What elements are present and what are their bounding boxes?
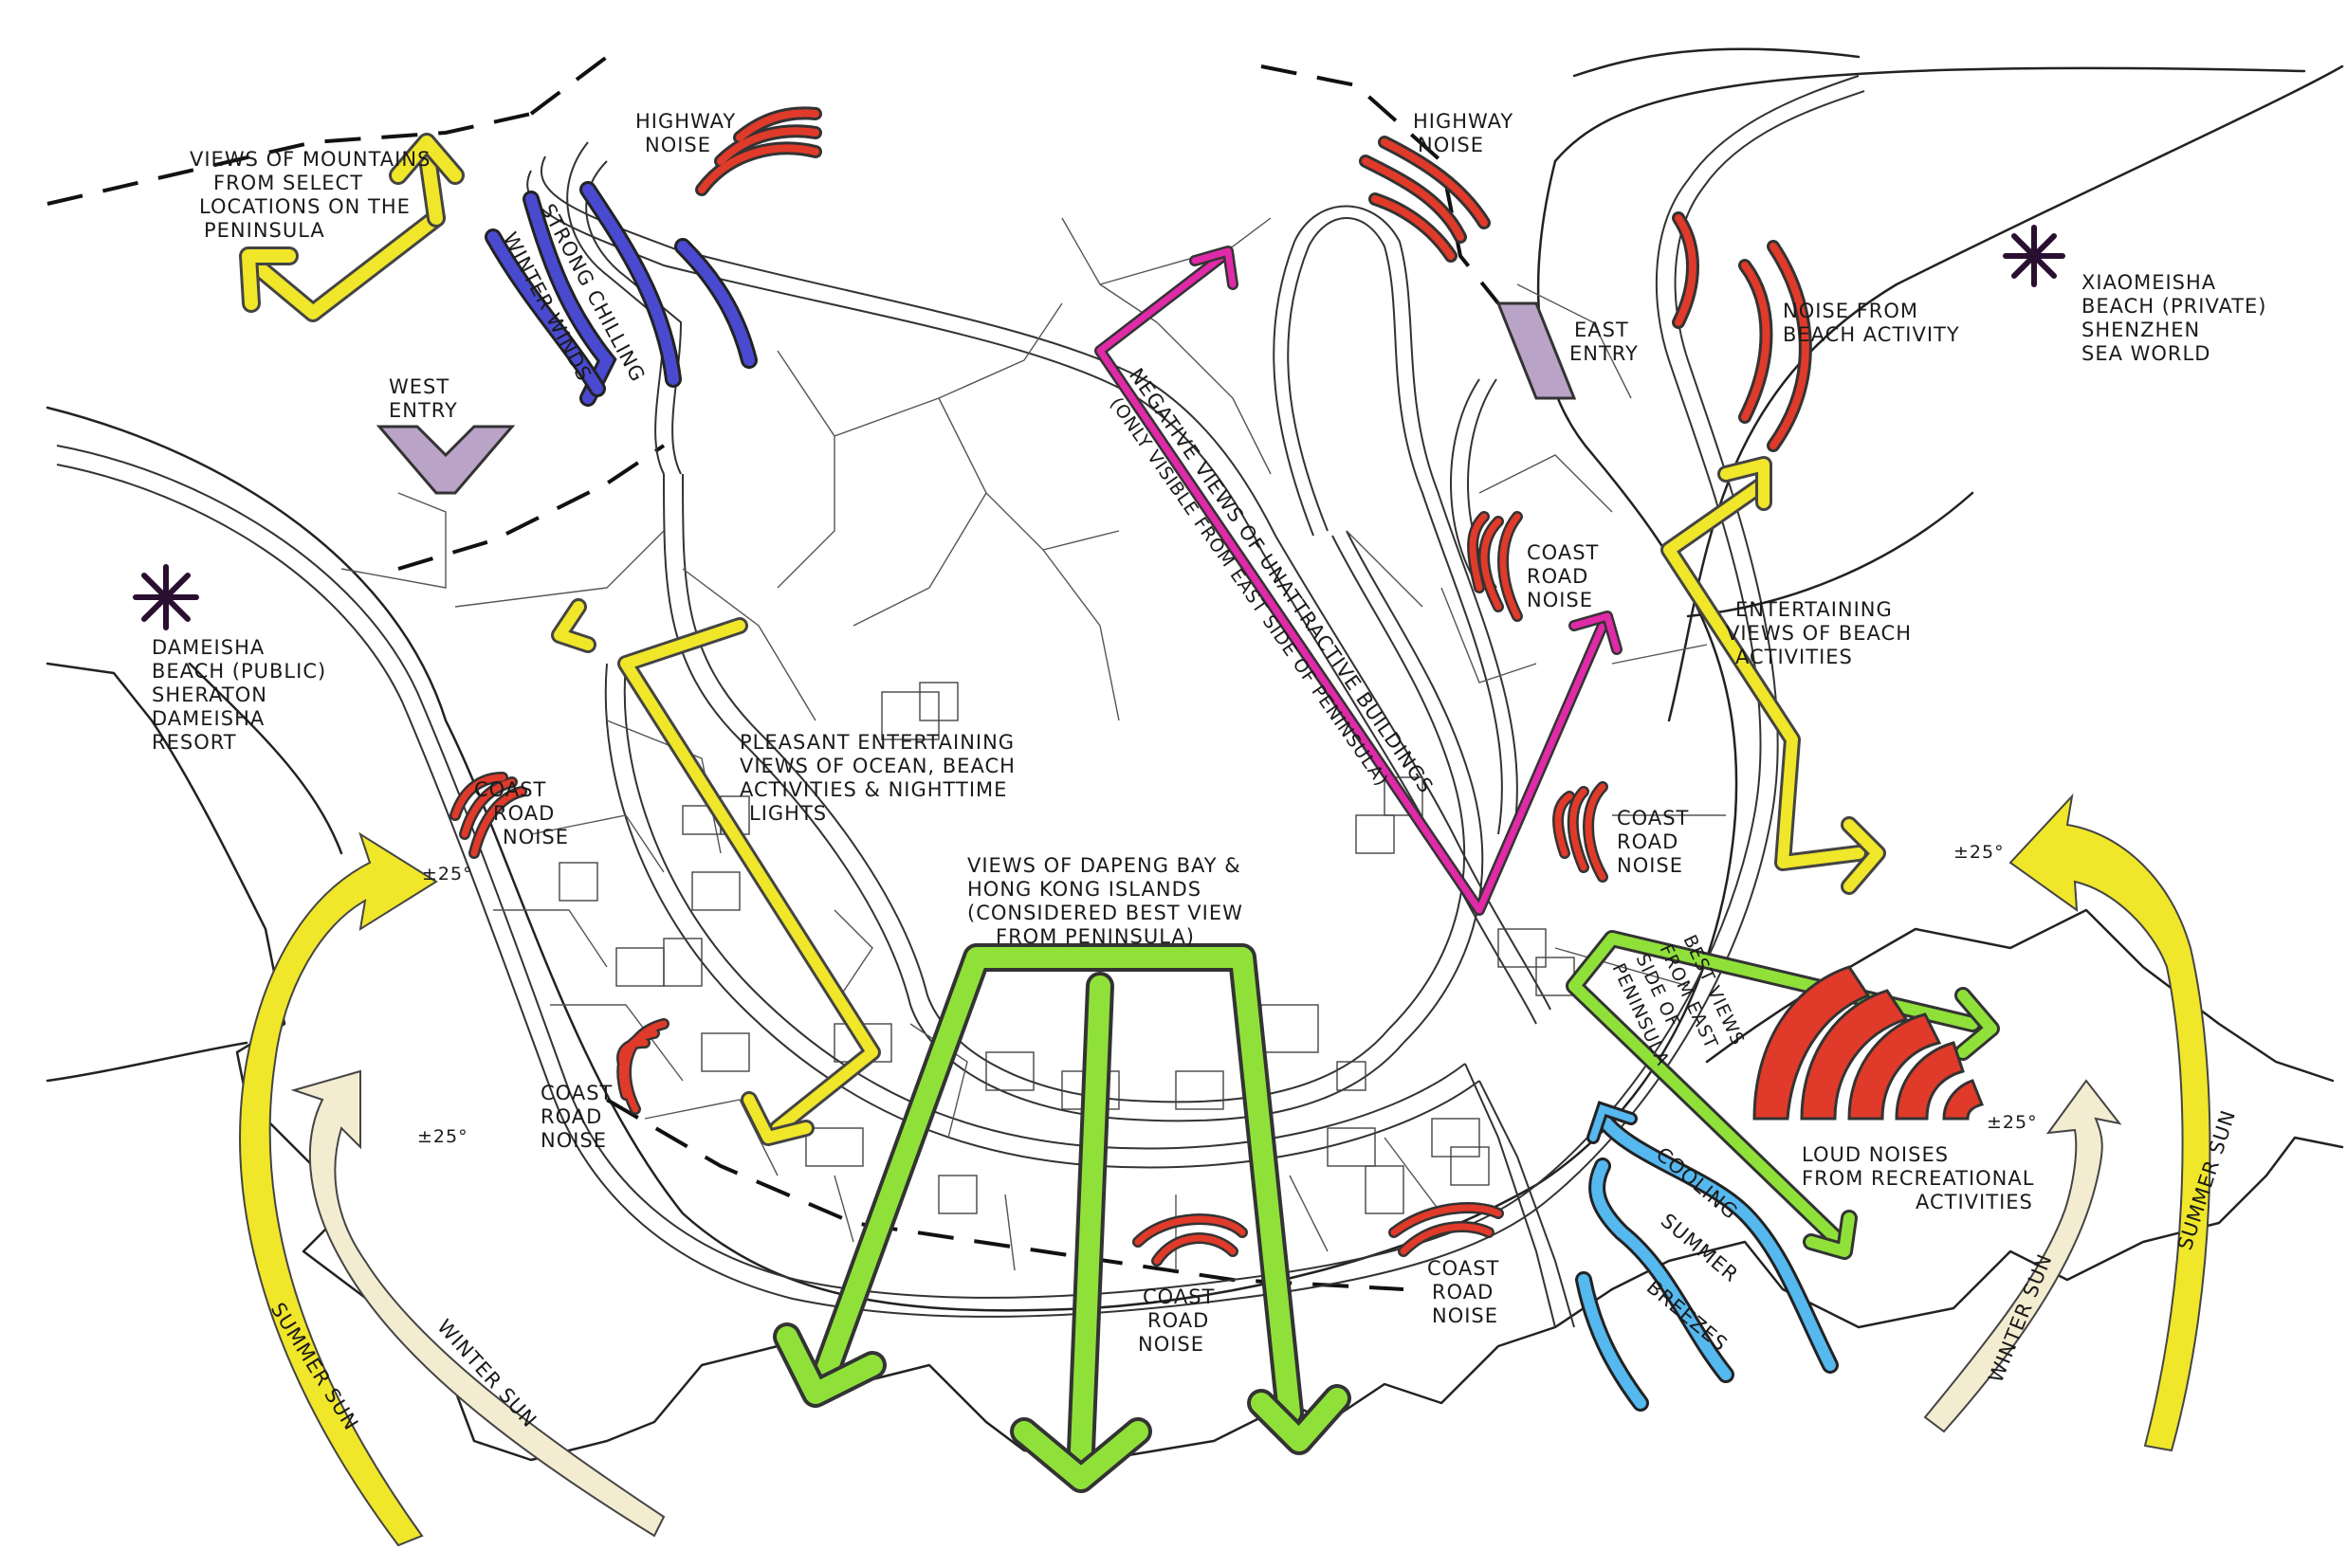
angle-left2: ±25°	[417, 1126, 468, 1147]
noise-arcs	[449, 106, 1985, 1267]
pleasant-views-line2: VIEWS OF OCEAN, BEACH	[740, 755, 1016, 777]
summer-sun-arrow-left	[239, 831, 438, 1547]
entry-markers	[376, 301, 1577, 495]
dameisha-line2: BEACH (PUBLIC)	[152, 660, 326, 683]
dameisha-star-icon	[133, 564, 199, 630]
views-mountains-line4: PENINSULA	[204, 219, 325, 242]
green-view-arrows	[773, 930, 2000, 1493]
coast-noise-south2-line1: COAST	[1427, 1257, 1499, 1280]
winter-wind-arrows	[485, 181, 758, 407]
pleasant-views-line3: ACTIVITIES & NIGHTTIME	[740, 778, 1007, 801]
coast-noise-east1-line2: ROAD	[1527, 565, 1588, 588]
xiaomeisha-star-icon	[2003, 225, 2065, 287]
coast-noise-west2-line2: ROAD	[541, 1105, 602, 1128]
xiaomeisha-line4: SEA WORLD	[2081, 342, 2210, 365]
pleasant-views-line1: PLEASANT ENTERTAINING	[740, 731, 1015, 754]
coast-noise-west1-line1: COAST	[474, 778, 546, 801]
coast-noise-east2-line2: ROAD	[1617, 830, 1678, 853]
coast-noise-east1-line3: NOISE	[1527, 589, 1593, 611]
views-mountains-line2: FROM SELECT	[213, 172, 363, 194]
breezes-label: BREEZES	[1642, 1275, 1733, 1356]
coast-noise-west2-line1: COAST	[541, 1082, 613, 1104]
dapeng-views-line1: VIEWS OF DAPENG BAY &	[967, 854, 1241, 877]
loud-noises-line1: LOUD NOISES	[1802, 1143, 1949, 1166]
entertaining-views-line3: ACTIVITIES	[1735, 646, 1853, 668]
east-entry-marker	[1495, 301, 1577, 400]
winter-sun-right-label: WINTER SUN	[1984, 1250, 2056, 1386]
highway-noise-right-line1: HIGHWAY	[1413, 110, 1513, 133]
coast-noise-south1-line3: NOISE	[1138, 1333, 1204, 1356]
coast-noise-south1-line2: ROAD	[1147, 1309, 1209, 1332]
xiaomeisha-line2: BEACH (PRIVATE)	[2081, 295, 2267, 318]
noise-beach-line1: NOISE FROM	[1783, 300, 1918, 322]
coast-noise-south2-line3: NOISE	[1432, 1304, 1498, 1327]
highway-noise-left-line1: HIGHWAY	[635, 110, 736, 133]
sun-arrows	[239, 793, 2211, 1547]
east-entry-line2: ENTRY	[1569, 342, 1639, 365]
winter-sun-arrow-left	[290, 1069, 666, 1538]
negative-views-arrows	[1094, 246, 1623, 916]
loud-noises-line3: ACTIVITIES	[1916, 1191, 2033, 1213]
entertaining-views-line2: VIEWS OF BEACH	[1726, 622, 1912, 645]
coast-noise-south1-line1: COAST	[1143, 1285, 1215, 1308]
pleasant-views-line4: LIGHTS	[749, 802, 827, 825]
dameisha-line3: SHERATON	[152, 684, 267, 706]
dapeng-views-line2: HONG KONG ISLANDS	[967, 878, 1201, 901]
noise-beach-line2: BEACH ACTIVITY	[1783, 323, 1960, 346]
dameisha-line4: DAMEISHA	[152, 707, 265, 730]
coast-noise-west1-line2: ROAD	[493, 802, 555, 825]
coast-noise-east2-line3: NOISE	[1617, 854, 1683, 877]
dapeng-views-line3: (CONSIDERED BEST VIEW	[967, 902, 1243, 924]
loud-noises-line2: FROM RECREATIONAL	[1802, 1167, 2034, 1190]
dameisha-line5: RESORT	[152, 731, 237, 754]
west-entry-line2: ENTRY	[389, 399, 458, 422]
beach-stars	[133, 225, 2065, 630]
cooling-label: COOLING	[1652, 1142, 1743, 1224]
summer-sun-arrow-right	[2008, 793, 2211, 1452]
coast-noise-east2-line1: COAST	[1617, 807, 1689, 830]
dameisha-line1: DAMEISHA	[152, 636, 265, 659]
highway-noise-right-line2: NOISE	[1418, 134, 1484, 156]
winter-sun-arrow-right	[1923, 1079, 2122, 1433]
angle-left1: ±25°	[422, 864, 473, 884]
xiaomeisha-line1: XIAOMEISHA	[2081, 271, 2216, 294]
east-entry-line1: EAST	[1574, 319, 1629, 341]
xiaomeisha-line3: SHENZHEN	[2081, 319, 2200, 341]
views-mountains-line1: VIEWS OF MOUNTAINS	[190, 148, 431, 171]
west-entry-line1: WEST	[389, 375, 449, 398]
coast-noise-south2-line2: ROAD	[1432, 1281, 1494, 1304]
dapeng-views-line4: FROM PENINSULA)	[996, 925, 1195, 948]
highway-noise-left-line2: NOISE	[645, 134, 711, 156]
angle-right1: ±25°	[1953, 842, 2005, 863]
entertaining-views-line1: ENTERTAINING	[1735, 598, 1893, 621]
views-mountains-line3: LOCATIONS ON THE	[199, 195, 411, 218]
coast-noise-west1-line3: NOISE	[503, 826, 569, 848]
summer-breeze-arrows	[1575, 1101, 1839, 1412]
loud-noises-fan	[1752, 965, 1985, 1121]
west-entry-marker	[376, 425, 516, 495]
yellow-view-arrows	[239, 133, 1886, 1146]
angle-right2: ±25°	[1987, 1112, 2038, 1133]
coast-noise-west2-line3: NOISE	[541, 1129, 607, 1152]
base-map	[46, 47, 2344, 1462]
only-visible-label: (ONLY VISIBLE FROM EAST SIDE OF PENINSUL…	[1106, 393, 1392, 791]
building-footprints	[559, 682, 1575, 1214]
coast-noise-east1-line1: COAST	[1527, 541, 1599, 564]
